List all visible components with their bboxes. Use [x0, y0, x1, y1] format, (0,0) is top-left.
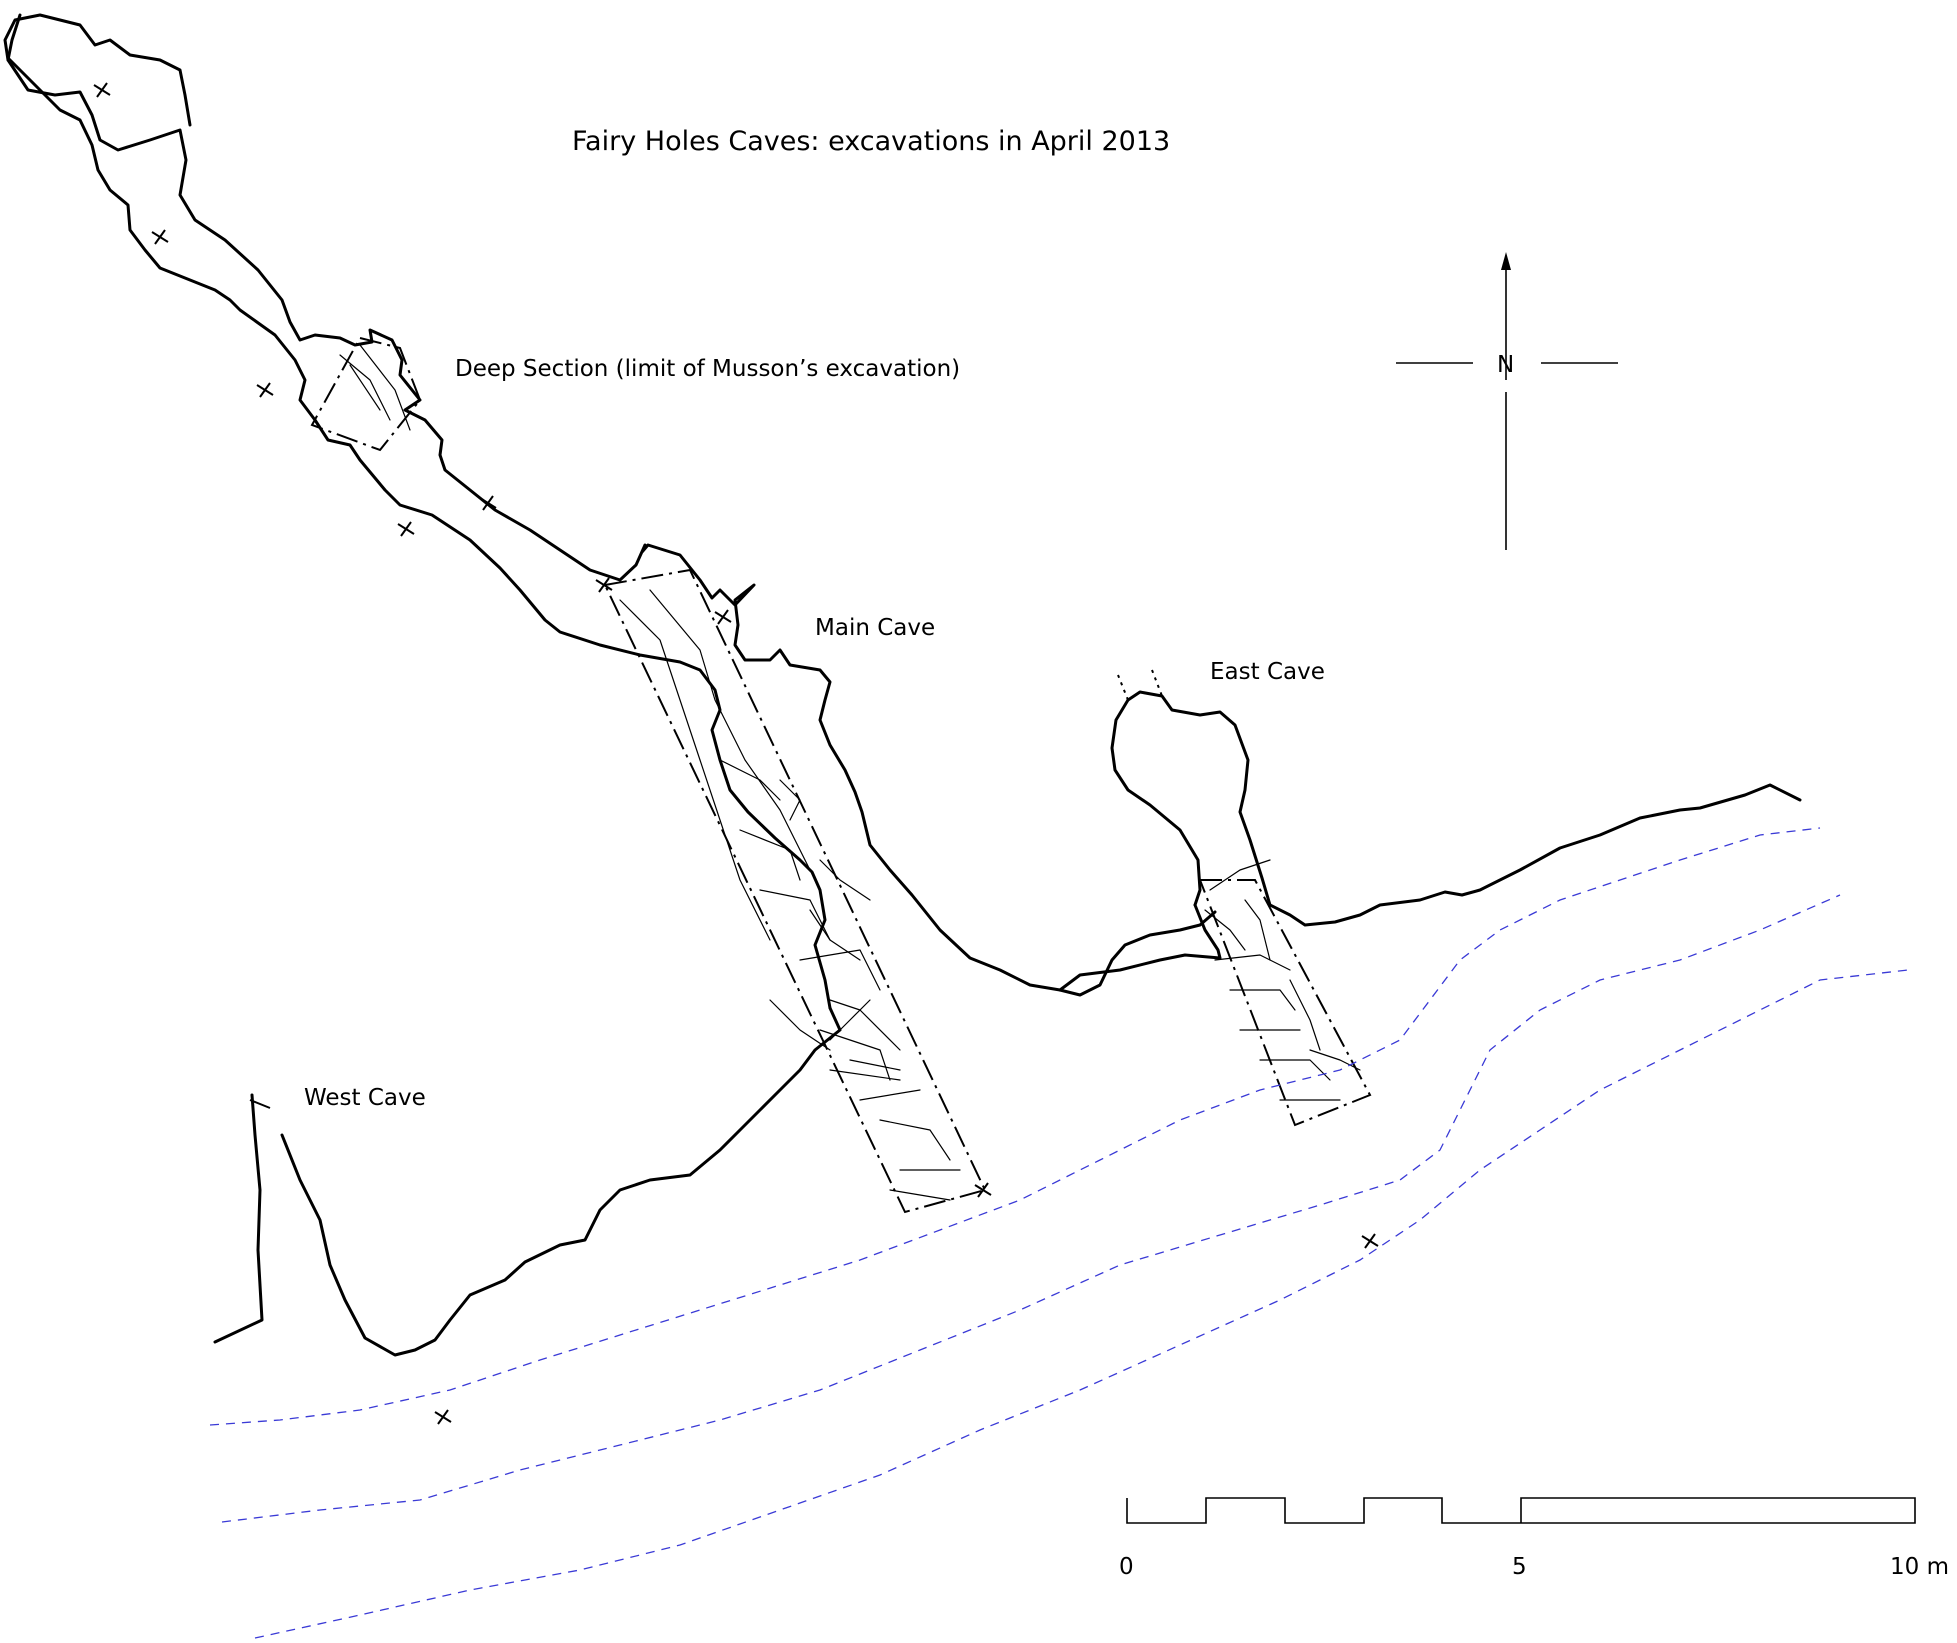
survey-stations [93, 82, 1379, 1425]
plus-cross-icon [714, 609, 732, 625]
map-title: Fairy Holes Caves: excavations in April … [572, 126, 1170, 157]
scale-bar: 0 5 10 m [1119, 1497, 1949, 1580]
scale-label-0: 0 [1119, 1554, 1134, 1580]
label-east-cave: East Cave [1210, 659, 1325, 685]
east-cave-walls [1058, 690, 1802, 992]
plus-cross-icon [1361, 1233, 1379, 1249]
plus-cross-icon [93, 82, 111, 98]
contour-lines [209, 827, 1909, 1639]
north-letter: N [1497, 352, 1514, 378]
scale-label-5: 5 [1512, 1554, 1527, 1580]
deep-section-trench [310, 336, 422, 452]
scale-label-10: 10 m [1890, 1554, 1949, 1580]
plus-cross-icon [151, 229, 169, 245]
label-deep-section: Deep Section (limit of Musson’s excavati… [455, 356, 960, 382]
plus-cross-icon [974, 1182, 992, 1198]
plus-cross-icon [434, 1409, 452, 1425]
main-cave-walls [3, 13, 1217, 1357]
east-cave-trench [1198, 859, 1372, 1127]
north-arrow-icon: N [1396, 252, 1618, 550]
plus-cross-icon [256, 382, 274, 398]
plus-cross-icon [397, 521, 415, 537]
main-cave-trench [603, 568, 987, 1214]
plus-cross-icon [479, 495, 497, 511]
label-main-cave: Main Cave [815, 615, 935, 641]
label-west-cave: West Cave [304, 1085, 426, 1111]
plus-cross-icon [595, 577, 613, 593]
